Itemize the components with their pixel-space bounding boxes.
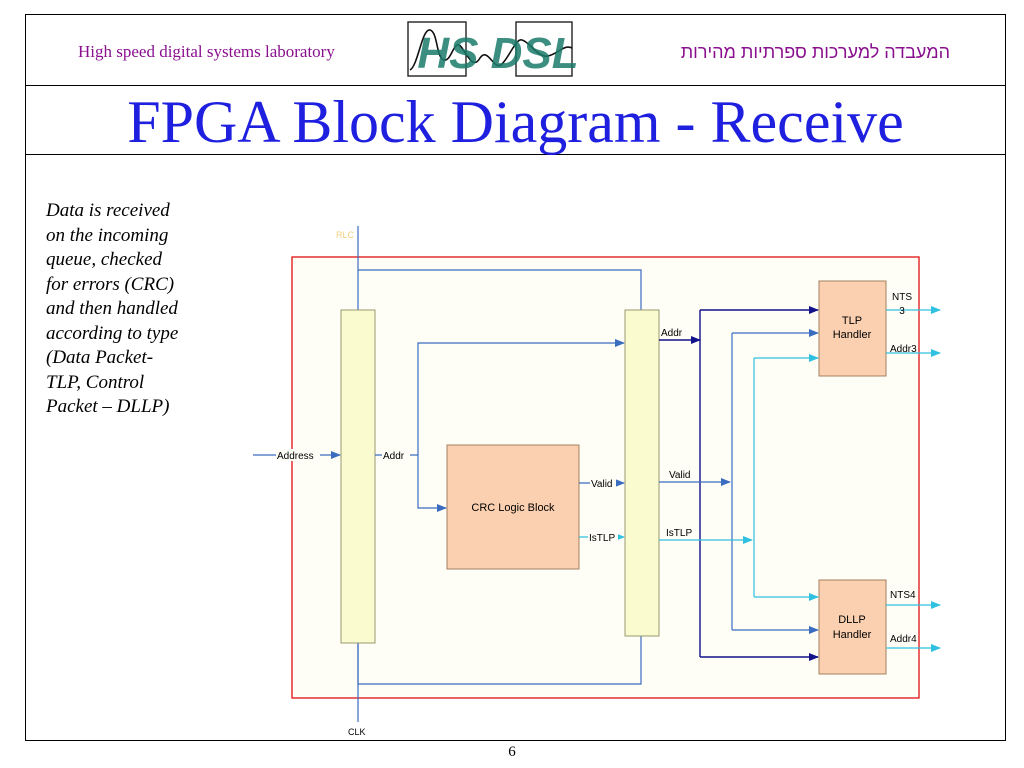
block-diagram: RLC CLK Address Addr CRC Logic Block Val… <box>253 226 941 737</box>
dllp-addr-label: Addr4 <box>890 634 917 645</box>
title-divider <box>25 154 1006 155</box>
out-istlp-label: IsTLP <box>666 528 692 539</box>
page-number: 6 <box>508 744 516 760</box>
tlp-handler-block <box>818 280 887 377</box>
lab-name-hebrew: המעבדה למערכות ספרתיות מהירות <box>680 42 950 62</box>
logo-text: HS DSL <box>417 29 578 78</box>
address-label: Address <box>277 451 314 462</box>
header-divider <box>25 85 1006 86</box>
top-input-label: RLC <box>336 230 355 240</box>
tlp-handler-line2: Handler <box>833 329 872 341</box>
crc-valid-label: Valid <box>591 479 613 490</box>
crc-istlp-bg <box>588 531 618 543</box>
input-register <box>340 309 376 644</box>
dllp-handler-line1: DLLP <box>838 614 866 626</box>
slide-description: Data is received on the incoming queue, … <box>46 200 179 417</box>
tlp-addr-label: Addr3 <box>890 344 917 355</box>
dllp-handler-block <box>818 579 887 675</box>
hsdsl-logo: HS DSL <box>407 21 579 78</box>
addr-label-bg <box>382 449 410 461</box>
lab-name-english: High speed digital systems laboratory <box>78 42 335 61</box>
output-register <box>624 309 660 637</box>
tlp-nts-label-2: 3 <box>899 306 905 317</box>
out-addr-label: Addr <box>661 328 683 339</box>
slide-frame <box>25 14 1006 741</box>
crc-valid-bg <box>590 477 616 489</box>
out-valid-label: Valid <box>669 470 691 481</box>
crc-logic-block <box>446 444 580 570</box>
address-label-bg <box>276 449 320 461</box>
crc-block-label: CRC Logic Block <box>471 502 555 514</box>
bottom-loop-line <box>357 636 642 685</box>
dllp-handler-line2: Handler <box>833 629 872 641</box>
clk-label: CLK <box>348 727 366 737</box>
addr-to-register-arrow <box>417 339 625 455</box>
slide-title: FPGA Block Diagram - Receive <box>127 89 904 155</box>
crc-istlp-label: IsTLP <box>589 533 615 544</box>
tlp-nts-label-1: NTS <box>892 292 912 303</box>
addr-to-crc-arrow <box>417 455 447 512</box>
top-loop-line <box>358 269 642 310</box>
addr-label: Addr <box>383 451 405 462</box>
tlp-handler-line1: TLP <box>842 315 862 327</box>
dllp-nts-label: NTS4 <box>890 590 916 601</box>
